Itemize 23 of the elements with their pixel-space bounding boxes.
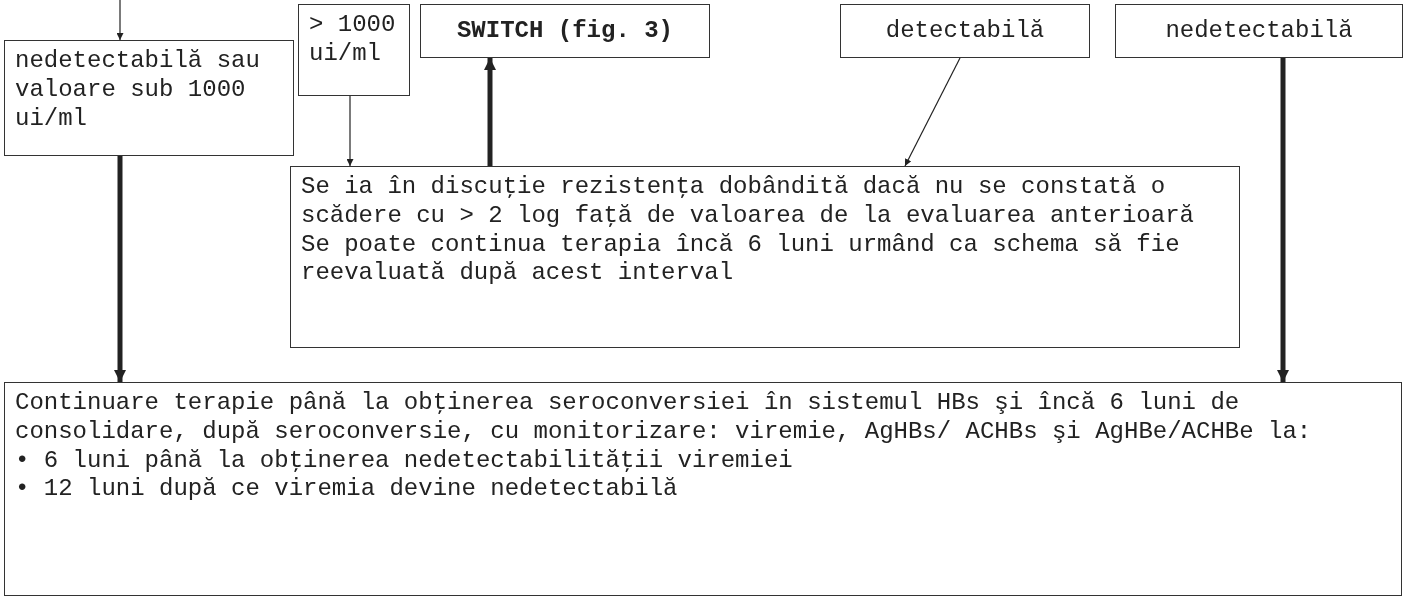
box-text: nedetectabilă bbox=[1165, 16, 1353, 46]
box-text: SWITCH (fig. 3) bbox=[456, 16, 673, 46]
box-text: detectabilă bbox=[885, 16, 1045, 46]
box-text: nedetectabilă sau valoare sub 1000 ui/ml bbox=[15, 47, 261, 134]
process-box bbox=[1115, 4, 1403, 58]
box-text: Se poate continua terapia încă 6 luni urmând ca schema să fie reevaluată după acest interval bbox=[301, 230, 1181, 289]
box-text: • 6 luni până la obţinerea nedetectabilităţii viremiei bbox=[15, 446, 794, 476]
arrow bbox=[116, 0, 124, 41]
process-box bbox=[290, 166, 1240, 348]
arrow bbox=[904, 57, 961, 167]
arrow bbox=[114, 156, 126, 382]
arrow bbox=[346, 95, 354, 167]
box-text: • 12 luni după ce viremia devine nedetectabilă bbox=[15, 475, 679, 505]
box-text: > 1000 ui/ml bbox=[309, 11, 397, 69]
process-box bbox=[840, 4, 1090, 58]
box-text: Se ia în discuţie rezistenţa dobândită dacă nu se constată o scădere cu > 2 log faţă de valoarea de la evaluarea anterioară bbox=[301, 173, 1195, 231]
process-box bbox=[4, 382, 1402, 596]
arrow bbox=[484, 58, 496, 166]
process-box bbox=[298, 4, 410, 96]
box-text: Continuare terapie până la obţinerea seroconversiei în sistemul HBs şi încă 6 luni de consolidare, după seroconversie, cu monitorizare: viremie, AgHBs/ ACHBs şi AgHBe/ACHBe la: bbox=[15, 389, 1313, 447]
process-box bbox=[4, 40, 294, 156]
process-box bbox=[420, 4, 710, 58]
arrow bbox=[1277, 58, 1289, 382]
